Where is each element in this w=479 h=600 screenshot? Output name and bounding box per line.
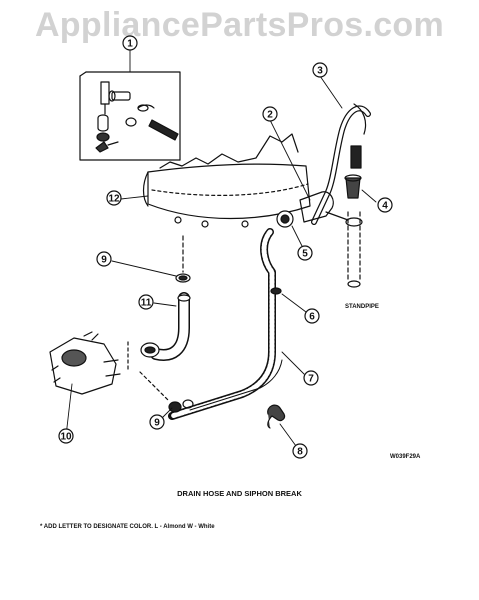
part-7-drain-hose[interactable] [168,228,283,420]
callout-9-lower: 9 [149,414,165,430]
part-6-clamp[interactable] [270,287,282,295]
svg-text:3: 3 [317,66,323,77]
svg-text:12: 12 [108,194,120,205]
callout-11: 11 [138,294,154,310]
part-3-hose[interactable] [311,103,371,225]
part-8-hanger[interactable] [267,404,286,429]
leader-lines [65,49,377,447]
part-9-clamp-upper[interactable] [175,235,191,283]
svg-text:11: 11 [141,298,152,309]
callout-4: 4 [377,197,393,213]
callouts: 1 3 2 4 5 6 7 8 9 9 10 11 12 [58,35,393,459]
svg-text:8: 8 [297,447,303,458]
svg-text:6: 6 [309,312,315,323]
part-10-pump[interactable] [49,331,121,395]
callout-6: 6 [304,308,320,324]
watermark-text: AppliancePartsPros.com [34,6,445,44]
callout-7: 7 [303,370,319,386]
callout-8: 8 [292,443,308,459]
svg-text:10: 10 [60,432,72,443]
standpipe-label: STANDPIPE [345,304,379,310]
callout-10: 10 [58,428,74,444]
diagram-title: DRAIN HOSE AND SIPHON BREAK [177,489,302,498]
callout-9-upper: 9 [96,251,112,267]
svg-text:2: 2 [267,110,273,121]
svg-text:1: 1 [127,39,133,50]
part-1-kit-box[interactable] [79,71,181,161]
color-footnote: * ADD LETTER TO DESIGNATE COLOR. L - Alm… [40,524,215,530]
part-12-tub-shroud[interactable] [142,133,311,228]
part-9-clamp-lower[interactable] [168,399,194,413]
standpipe[interactable] [347,211,361,288]
svg-text:9: 9 [101,255,107,266]
part-4-siphon-break[interactable] [344,174,362,199]
drawing-code: W039F29A [390,454,421,460]
callout-1: 1 [122,35,138,51]
callout-3: 3 [312,62,328,78]
svg-text:9: 9 [154,418,160,429]
svg-text:4: 4 [382,201,388,212]
callout-5: 5 [297,245,313,261]
part-2-bracket[interactable] [299,191,363,227]
svg-text:5: 5 [302,249,308,260]
callout-12: 12 [106,190,122,206]
callout-2: 2 [262,106,278,122]
part-5-grommet[interactable] [276,210,294,228]
part-11-pump-hose[interactable] [127,292,191,401]
svg-text:7: 7 [308,374,314,385]
